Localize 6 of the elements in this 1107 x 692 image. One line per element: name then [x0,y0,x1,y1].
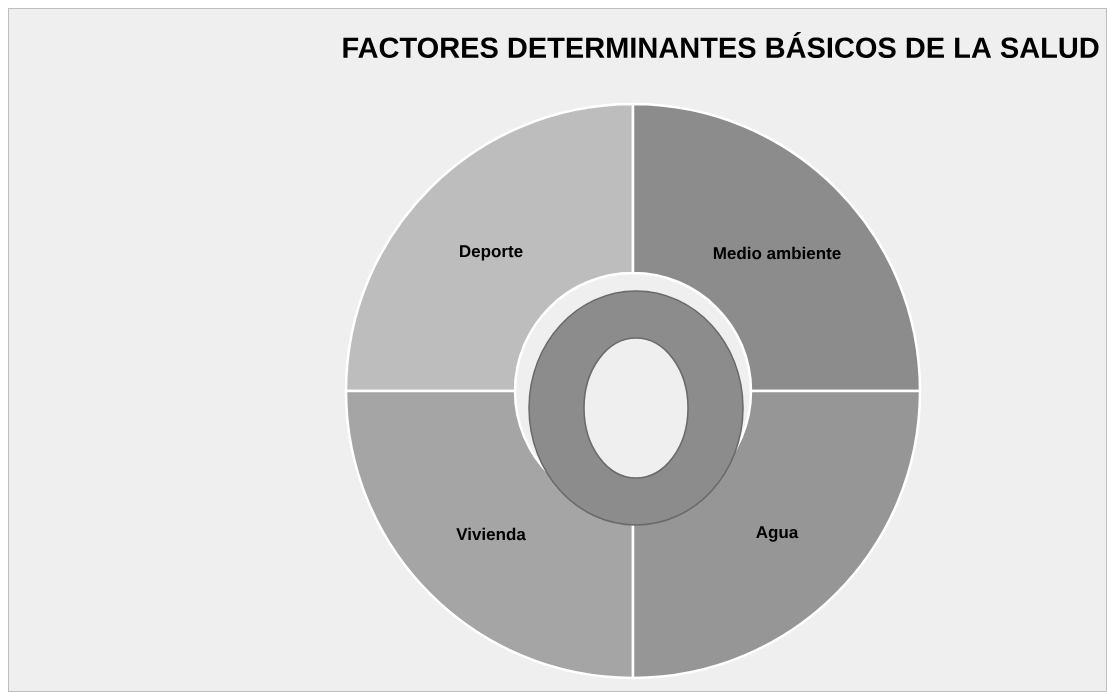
inner-ring [528,290,744,526]
segment: Vivienda [344,389,635,680]
title: FACTORES DETERMINANTES BÁSICOS DE LA SALUD [343,32,1099,58]
segment: Deporte [344,102,635,393]
segment: Agua [631,389,922,680]
segment: Medio ambiente [631,102,922,393]
